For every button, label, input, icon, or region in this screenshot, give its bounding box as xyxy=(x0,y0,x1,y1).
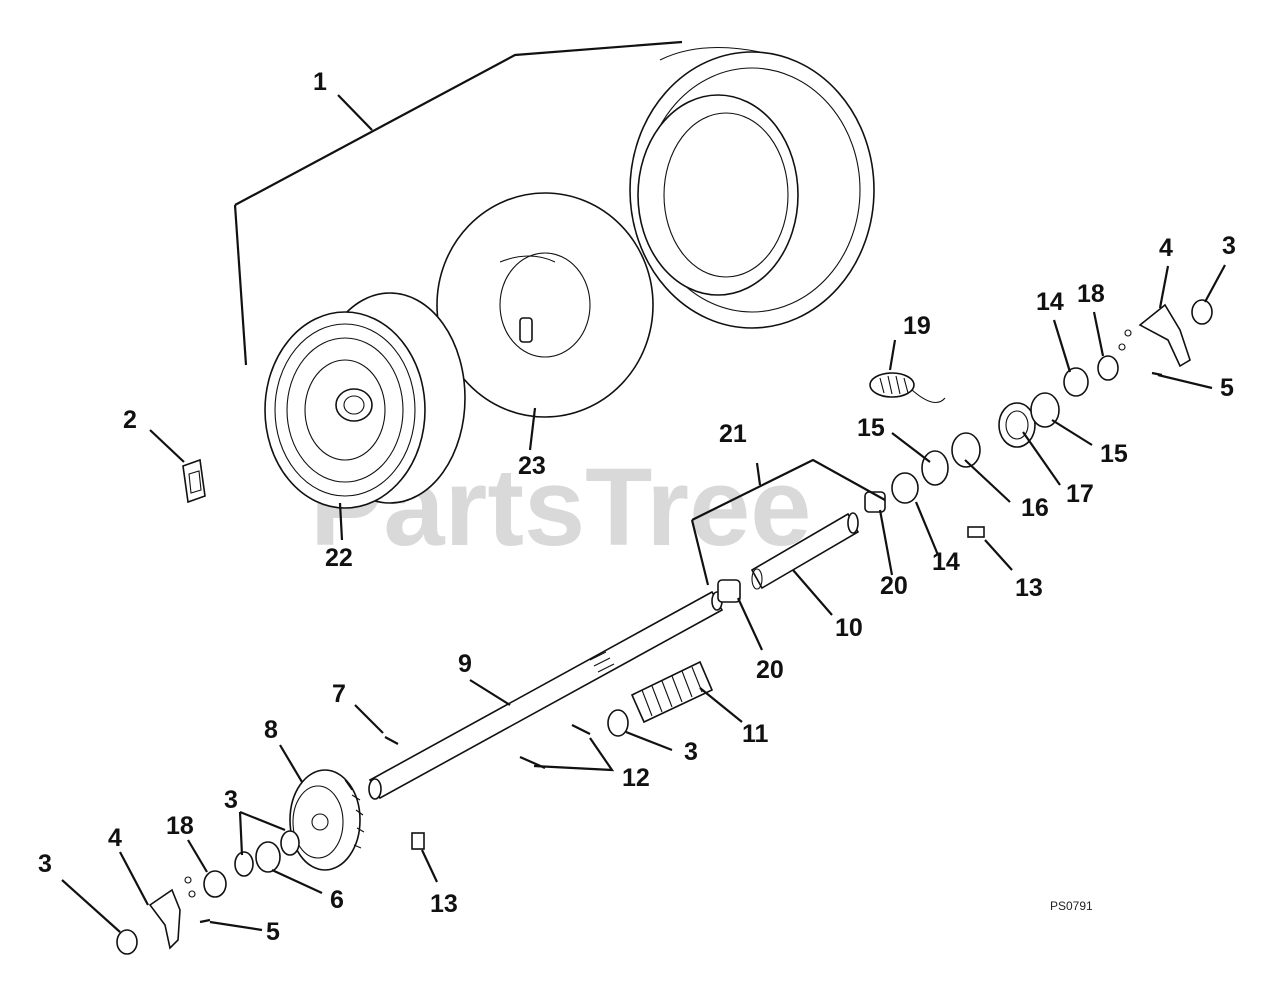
diagram-code: PS0791 xyxy=(1050,899,1093,913)
callout-21: 21 xyxy=(719,420,747,448)
torsion-spring xyxy=(869,372,946,404)
key-upper xyxy=(967,526,985,538)
washer-end-upper xyxy=(1191,299,1213,325)
leader-lines xyxy=(61,40,1226,933)
callout-12: 12 xyxy=(622,764,650,792)
axle-tube xyxy=(750,512,860,590)
bushing-lower xyxy=(717,579,741,603)
callout-5-upper: 5 xyxy=(1220,374,1234,402)
callout-13-upper: 13 xyxy=(1015,574,1043,602)
washer-15b xyxy=(1030,392,1060,428)
flange-bushing-lower xyxy=(203,870,227,898)
washer-lower-b xyxy=(234,851,254,877)
callout-19: 19 xyxy=(903,312,931,340)
callout-16: 16 xyxy=(1021,494,1049,522)
callout-9: 9 xyxy=(458,650,472,678)
washer-mid xyxy=(607,709,629,737)
callout-14-lower: 14 xyxy=(932,548,960,576)
washer-lower-a xyxy=(280,830,300,856)
washer-15a xyxy=(921,450,949,486)
callout-1: 1 xyxy=(313,68,327,96)
callout-4-lower: 4 xyxy=(108,824,122,852)
callout-7: 7 xyxy=(332,680,346,708)
callout-3-lower: 3 xyxy=(224,786,238,814)
callout-20-lower: 20 xyxy=(756,656,784,684)
washer-end-lower xyxy=(116,929,138,955)
callout-23: 23 xyxy=(518,452,546,480)
callout-11: 11 xyxy=(742,720,769,748)
callout-14-upper: 14 xyxy=(1036,288,1064,316)
callout-15-left: 15 xyxy=(857,414,885,442)
pin-7 xyxy=(384,736,399,745)
inner-tube xyxy=(436,192,654,418)
callout-17: 17 xyxy=(1066,480,1094,508)
callout-5-lower: 5 xyxy=(266,918,280,946)
callout-8: 8 xyxy=(264,716,278,744)
callout-15-right: 15 xyxy=(1100,440,1128,468)
pin-b xyxy=(571,724,591,735)
bracket-upper xyxy=(1138,303,1191,368)
axle-shaft xyxy=(368,590,724,800)
key-lower xyxy=(411,832,425,850)
clip-part xyxy=(182,458,206,504)
callout-3-end: 3 xyxy=(38,850,52,878)
callout-6: 6 xyxy=(330,886,344,914)
callout-3-mid: 3 xyxy=(684,738,698,766)
callout-18-lower: 18 xyxy=(166,812,194,840)
callout-22: 22 xyxy=(325,544,353,572)
callout-20-upper: 20 xyxy=(880,572,908,600)
bearing-lower xyxy=(255,841,281,873)
callout-13-lower: 13 xyxy=(430,890,458,918)
callout-3-upper: 3 xyxy=(1222,232,1236,260)
valve-stem xyxy=(519,317,533,343)
callout-labels: 1 2 22 23 19 15 21 20 14 13 16 17 15 14 … xyxy=(38,68,1236,946)
gear-upper-small xyxy=(891,472,919,504)
flange-bushing-upper xyxy=(1097,355,1119,381)
callout-18-upper: 18 xyxy=(1077,280,1105,308)
wheel-rim xyxy=(264,292,466,509)
callout-4-upper: 4 xyxy=(1159,234,1173,262)
spring xyxy=(630,660,714,724)
bracket-lower xyxy=(148,888,181,950)
tire xyxy=(629,46,875,329)
gear-14-upper xyxy=(1063,367,1089,397)
callout-2: 2 xyxy=(123,406,137,434)
gear xyxy=(289,769,365,871)
cam-16 xyxy=(951,432,981,468)
callout-10: 10 xyxy=(835,614,863,642)
